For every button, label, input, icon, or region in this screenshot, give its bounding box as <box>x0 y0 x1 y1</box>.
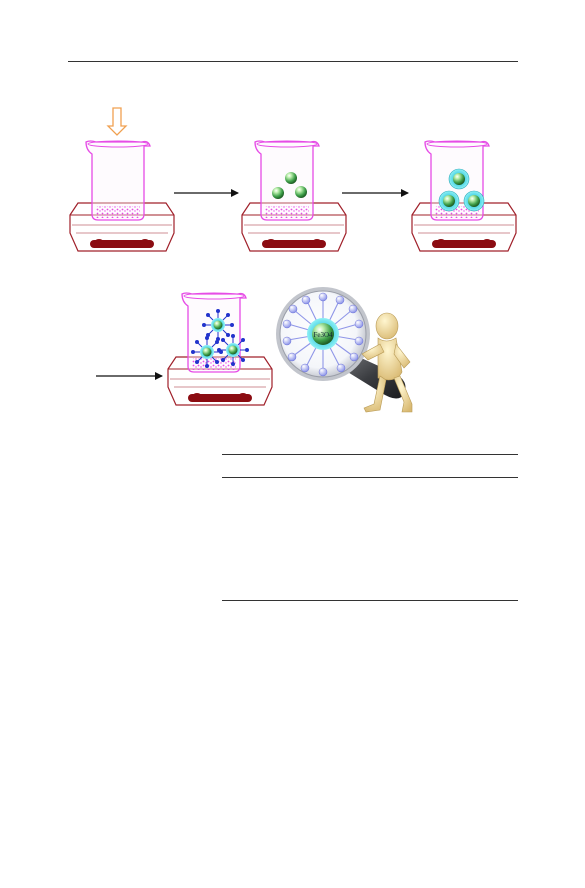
figure-person-icon <box>361 312 413 413</box>
step-4-apparatus <box>167 292 273 406</box>
shelled-nanoparticle-icon <box>448 168 470 190</box>
coated-nanoparticle-icon <box>216 333 250 367</box>
beaker-icon <box>181 292 247 373</box>
nanoparticle-icon <box>272 187 284 199</box>
step-2-apparatus <box>241 140 347 252</box>
synthesis-diagram: Fe3O4 <box>69 107 517 413</box>
table-header-rule <box>222 477 518 478</box>
magnifier-illustration: Fe3O4 <box>276 287 413 413</box>
step-3-apparatus <box>411 140 517 252</box>
table-top-rule <box>222 454 518 455</box>
table-bottom-rule <box>222 600 518 601</box>
nanoparticle-icon <box>285 172 297 184</box>
nanoparticle-icon <box>295 186 307 198</box>
step-1-apparatus <box>69 140 175 252</box>
core-label: Fe3O4 <box>313 331 333 339</box>
shelled-nanoparticle-icon <box>438 190 460 212</box>
shelled-nanoparticle-icon <box>463 190 485 212</box>
header-rule <box>68 61 518 62</box>
beaker-icon <box>85 140 151 221</box>
coated-nanoparticle-icon <box>190 335 224 369</box>
table-frame <box>222 450 518 610</box>
input-arrow-icon <box>106 107 128 136</box>
